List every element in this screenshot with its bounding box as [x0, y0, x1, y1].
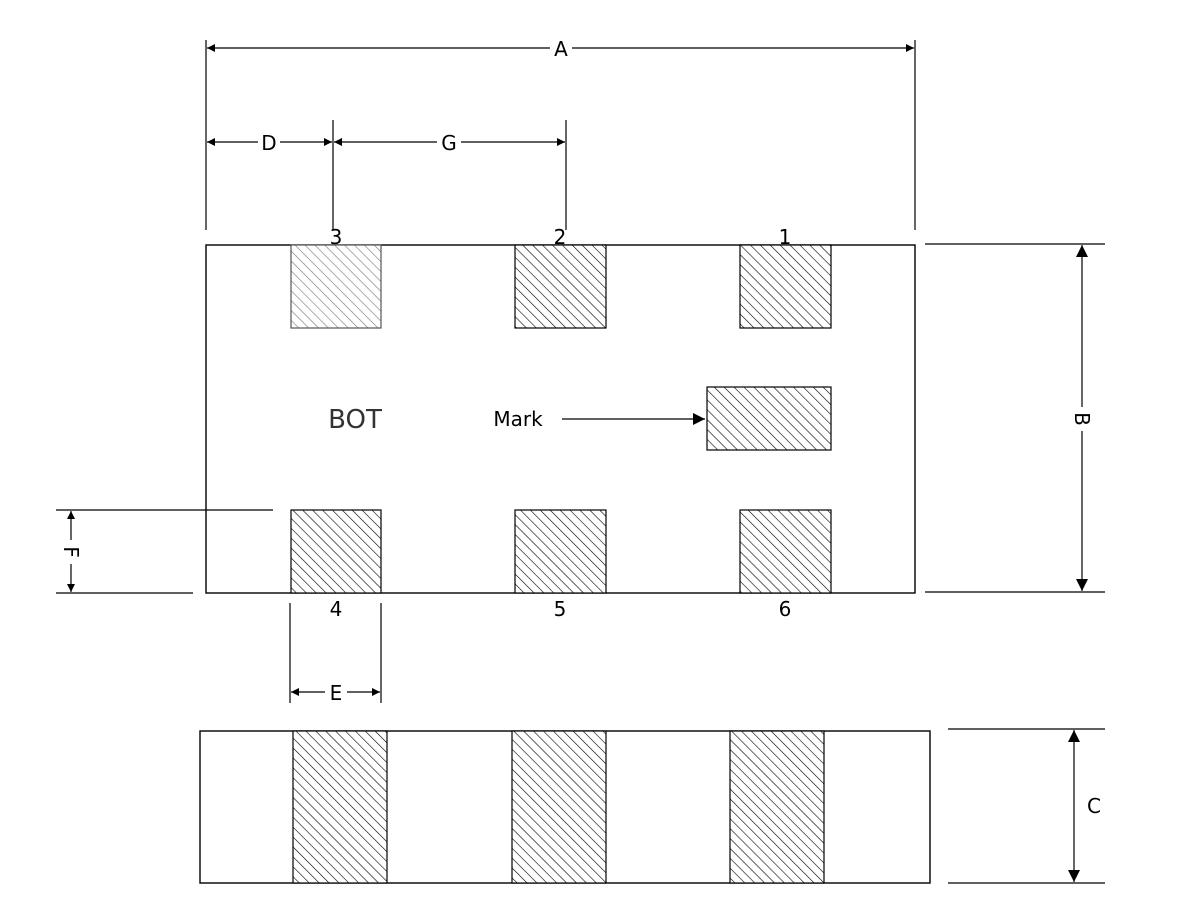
bottom-view-label: BOT — [328, 405, 382, 435]
dim-b-label: B — [1070, 412, 1094, 426]
pad-1 — [739, 244, 832, 329]
dim-d-label: D — [261, 131, 276, 155]
pin-2-label: 2 — [554, 225, 567, 249]
dimension-g: G — [334, 120, 567, 230]
mark-label: Mark — [493, 407, 543, 431]
pad-2 — [514, 244, 607, 329]
dimension-d: D — [207, 120, 334, 230]
dimension-b: B — [925, 243, 1105, 593]
dim-a-label: A — [554, 37, 568, 61]
dimension-f: F — [56, 509, 273, 594]
mark-pad — [706, 386, 832, 451]
pad-3 — [290, 244, 382, 329]
pad-6 — [739, 509, 832, 594]
pin-5-label: 5 — [554, 597, 567, 621]
pad-5 — [514, 509, 607, 594]
dim-f-label: F — [59, 546, 83, 558]
dimension-c: C — [948, 728, 1105, 884]
pin-1-label: 1 — [779, 225, 792, 249]
dim-e-label: E — [330, 681, 343, 705]
dimension-e: E — [289, 603, 382, 705]
side-view — [199, 730, 931, 884]
dimension-a: A — [205, 36, 916, 230]
pin-4-label: 4 — [330, 597, 343, 621]
side-pad-left — [292, 730, 388, 884]
dim-c-label: C — [1087, 794, 1101, 818]
side-pad-right — [729, 730, 825, 884]
side-pad-middle — [511, 730, 607, 884]
pin-3-label: 3 — [330, 225, 343, 249]
pad-4 — [290, 509, 382, 594]
dim-g-label: G — [441, 131, 457, 155]
pin-6-label: 6 — [779, 597, 792, 621]
